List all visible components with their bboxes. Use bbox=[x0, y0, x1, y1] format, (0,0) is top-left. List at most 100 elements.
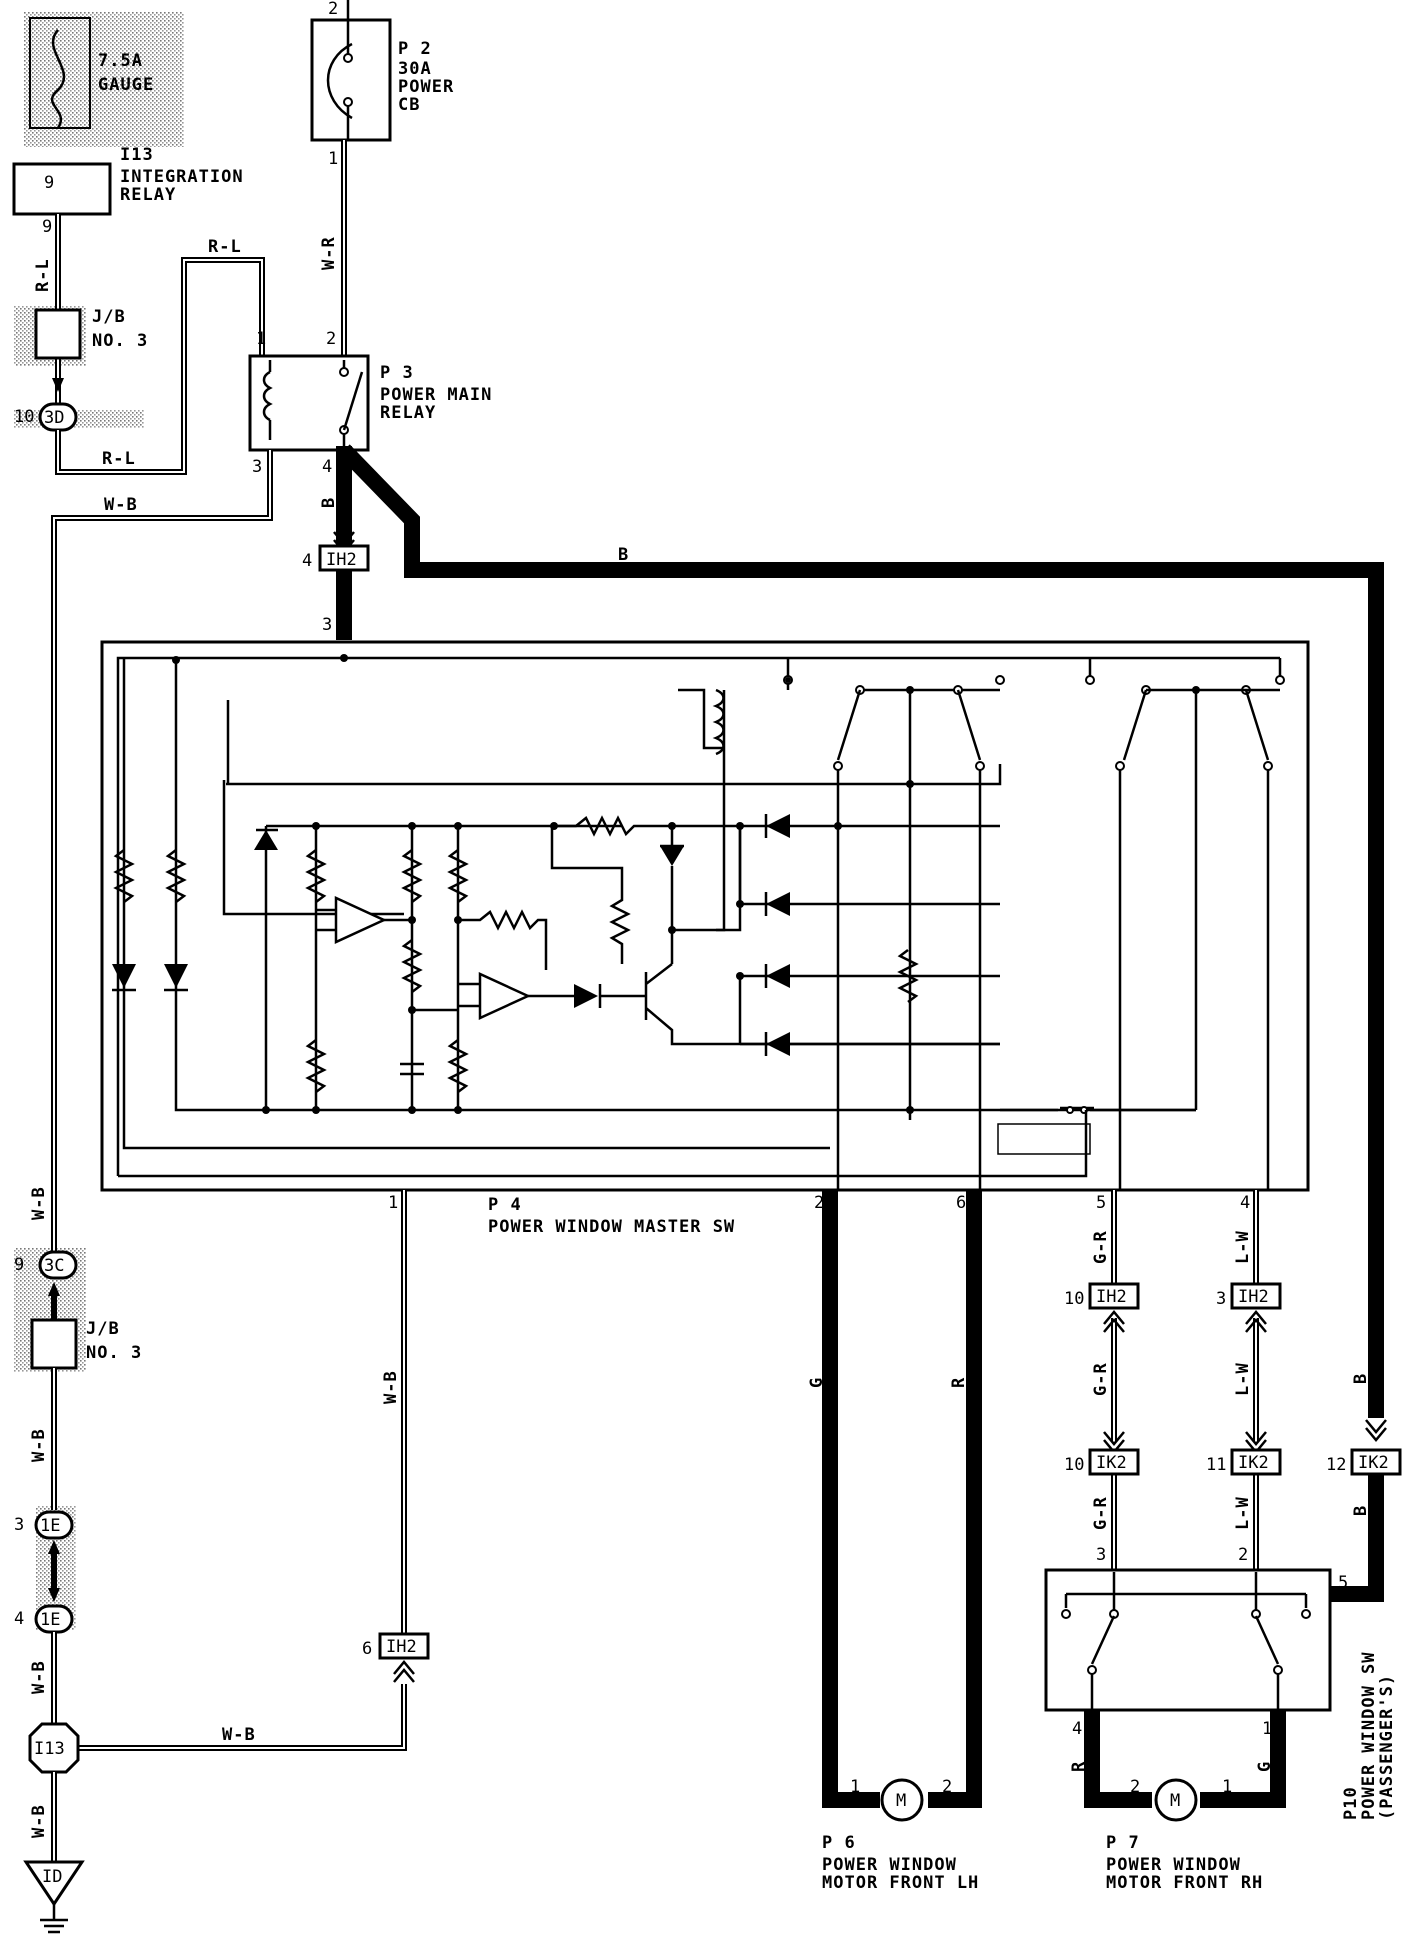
wire-rl-label-top: R-L bbox=[208, 237, 242, 257]
p4-pin6: 6 bbox=[956, 1193, 966, 1213]
power-cb: 2 P 2 30A POWER CB 1 bbox=[310, 0, 454, 169]
jb3-bottom-pin: 9 bbox=[14, 1255, 24, 1275]
ih2-main-pin: 4 bbox=[302, 551, 312, 571]
p3-pin1: 1 bbox=[256, 329, 266, 349]
i13-junction-id: I13 bbox=[34, 1739, 65, 1759]
wire-gr-label-2: G-R bbox=[1091, 1362, 1111, 1396]
wire-b-label-horiz: B bbox=[618, 545, 629, 565]
wire-r-label-p7: R bbox=[1069, 1761, 1089, 1772]
ik2-gr-label: IK2 bbox=[1096, 1453, 1127, 1473]
conn-1e-pin-b: 4 bbox=[14, 1609, 24, 1629]
p7-id: P 7 bbox=[1106, 1833, 1140, 1853]
wire-wb-label-ground: W-B bbox=[29, 1804, 49, 1838]
p10-pin2: 2 bbox=[1238, 1545, 1248, 1565]
conn-1e-pin-a: 3 bbox=[14, 1515, 24, 1535]
p2-l3: CB bbox=[398, 95, 420, 115]
p2-pin-bottom: 1 bbox=[328, 149, 338, 169]
jb3-top-pin: 10 bbox=[14, 407, 34, 427]
wire-rl-label-left: R-L bbox=[33, 258, 53, 292]
i13-junction: I13 bbox=[28, 1722, 80, 1774]
p7-pin1: 1 bbox=[1222, 1777, 1232, 1797]
p10-l2: (PASSENGER'S) bbox=[1377, 1674, 1397, 1820]
gauge-fuse-shade bbox=[24, 12, 184, 147]
p4-pin4: 4 bbox=[1240, 1193, 1250, 1213]
connector-ih2-lw: IH2 3 bbox=[1216, 1282, 1282, 1454]
wire-b-to-p10 bbox=[1330, 1474, 1384, 1602]
p4-pin5: 5 bbox=[1096, 1193, 1106, 1213]
jb3-bottom: 3C 9 J/B NO. 3 bbox=[14, 1250, 142, 1370]
gauge-fuse: 7.5A GAUGE bbox=[29, 17, 154, 129]
wire-wb-label-p4: W-B bbox=[381, 1370, 401, 1404]
jb3-top-l2: NO. 3 bbox=[92, 331, 148, 351]
wire-gr-label-1: G-R bbox=[1091, 1230, 1111, 1264]
motor-front-rh: M 2 1 P 7 POWER WINDOW MOTOR FRONT RH bbox=[1106, 1777, 1262, 1893]
wire-lw-label-3: L-W bbox=[1233, 1496, 1253, 1530]
p10-l1: POWER WINDOW SW bbox=[1359, 1651, 1379, 1820]
ih2-gr-label: IH2 bbox=[1096, 1287, 1127, 1307]
ik2-b-label: IK2 bbox=[1358, 1453, 1389, 1473]
wire-wb-to-i13 bbox=[72, 1684, 407, 1751]
p2-l2: POWER bbox=[398, 77, 454, 97]
jb3-bottom-conn: 3C bbox=[44, 1256, 64, 1276]
wire-r-p7 bbox=[1084, 1710, 1152, 1808]
p7-m: M bbox=[1170, 1791, 1180, 1811]
wire-rl-loop bbox=[55, 257, 265, 475]
p4-pin1: 1 bbox=[388, 1193, 398, 1213]
wire-r-label: R bbox=[949, 1377, 969, 1388]
p10-pin4: 4 bbox=[1072, 1719, 1082, 1739]
ik2-gr-pin: 10 bbox=[1064, 1455, 1084, 1475]
wire-gr-label-3: G-R bbox=[1091, 1496, 1111, 1530]
p3-pin2: 2 bbox=[326, 329, 336, 349]
connector-ih2-wb: IH2 6 bbox=[362, 1632, 430, 1683]
p2-pin-top: 2 bbox=[328, 0, 338, 19]
ih2-main-label: IH2 bbox=[326, 550, 357, 570]
i13-relay-id: I13 bbox=[120, 145, 154, 165]
p10-pin1: 1 bbox=[1262, 1719, 1272, 1739]
wire-wb-label-lower: W-B bbox=[29, 1428, 49, 1462]
gauge-fuse-rating: 7.5A bbox=[98, 51, 143, 71]
jb3-bottom-l2: NO. 3 bbox=[86, 1343, 142, 1363]
passenger-window-switch: 3 2 5 4 1 bbox=[1044, 1545, 1348, 1739]
wire-b-label-vert: B bbox=[319, 497, 339, 508]
gauge-fuse-name: GAUGE bbox=[98, 75, 154, 95]
connector-ik2-lw: IK2 11 bbox=[1206, 1448, 1282, 1476]
wire-wb-label-top: W-B bbox=[104, 495, 138, 515]
jb3-top-conn: 3D bbox=[44, 408, 64, 428]
ih2-lw-label: IH2 bbox=[1238, 1287, 1269, 1307]
ih2-gr-pin: 10 bbox=[1064, 1289, 1084, 1309]
jb3-top-l1: J/B bbox=[92, 307, 126, 327]
p3-pin4: 4 bbox=[322, 457, 332, 477]
connector-ih2-main: IH2 4 3 bbox=[302, 531, 370, 635]
p7-l1: POWER WINDOW bbox=[1106, 1855, 1241, 1875]
wire-wb-label-i13: W-B bbox=[222, 1725, 256, 1745]
p4-pin2: 2 bbox=[814, 1193, 824, 1213]
ih2-wb-label: IH2 bbox=[386, 1637, 417, 1657]
i13-relay-out-pin: 9 bbox=[42, 217, 52, 237]
p2-l1: 30A bbox=[398, 59, 432, 79]
p6-id: P 6 bbox=[822, 1833, 856, 1853]
jb3-bottom-l1: J/B bbox=[86, 1319, 120, 1339]
wire-rl-label-bottom: R-L bbox=[102, 449, 136, 469]
p6-l2: MOTOR FRONT LH bbox=[822, 1873, 979, 1893]
jb3-top: J/B NO. 3 3D 10 bbox=[14, 307, 148, 432]
wire-g-label: G bbox=[807, 1377, 827, 1388]
wire-b-long bbox=[338, 444, 1384, 1418]
ih2-lw-pin: 3 bbox=[1216, 1289, 1226, 1309]
p4-id: P 4 bbox=[488, 1195, 522, 1215]
i13-relay-name-l2: RELAY bbox=[120, 185, 176, 205]
wire-wb-left bbox=[51, 450, 273, 1258]
ground-id: ID bbox=[42, 1867, 62, 1887]
p3-l2: RELAY bbox=[380, 403, 436, 423]
p3-pin3: 3 bbox=[252, 457, 262, 477]
i13-relay-pin: 9 bbox=[44, 173, 54, 193]
wire-wb-label-junction: W-B bbox=[29, 1660, 49, 1694]
wire-b-label-p10: B bbox=[1351, 1505, 1371, 1516]
ih2-main-pin-b: 3 bbox=[322, 615, 332, 635]
p3-l1: POWER MAIN bbox=[380, 385, 492, 405]
p10-id: P10 bbox=[1341, 1786, 1361, 1820]
wire-lw-label-1: L-W bbox=[1233, 1230, 1253, 1264]
wire-g-label-p7: G bbox=[1255, 1761, 1275, 1772]
ik2-lw-label: IK2 bbox=[1238, 1453, 1269, 1473]
i13-relay-name-l1: INTEGRATION bbox=[120, 167, 244, 187]
ik2-lw-pin: 11 bbox=[1206, 1455, 1226, 1475]
